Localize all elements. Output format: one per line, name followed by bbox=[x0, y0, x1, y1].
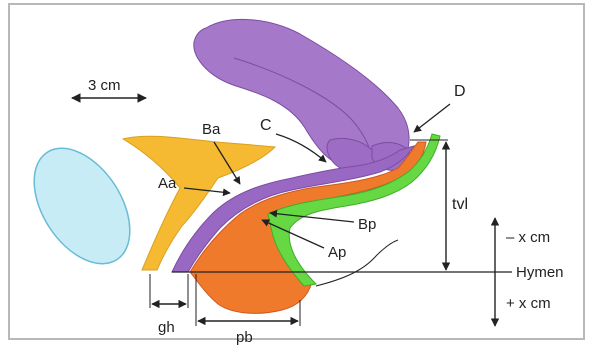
label-point-c: C bbox=[260, 117, 272, 134]
hymen-label: Hymen bbox=[516, 264, 564, 281]
label-point-ap: Ap bbox=[328, 244, 346, 261]
gh-label: gh bbox=[158, 319, 175, 336]
scale-label: 3 cm bbox=[88, 77, 121, 94]
arrow-point-d bbox=[414, 104, 450, 132]
label-point-aa: Aa bbox=[158, 175, 177, 192]
pb-label: pb bbox=[236, 329, 253, 346]
bladder-shape bbox=[14, 131, 149, 281]
minus-x-label: – x cm bbox=[506, 229, 550, 246]
tvl-label: tvl bbox=[452, 196, 468, 213]
label-point-ba: Ba bbox=[202, 121, 221, 138]
label-point-bp: Bp bbox=[358, 216, 376, 233]
label-point-d: D bbox=[454, 83, 466, 100]
plus-x-label: + x cm bbox=[506, 295, 551, 312]
